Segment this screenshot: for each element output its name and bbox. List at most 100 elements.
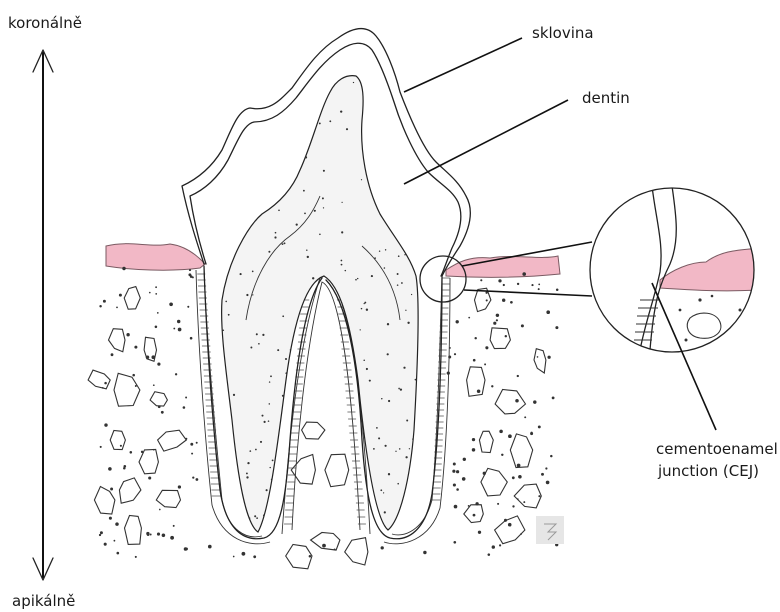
bone-stipple-dot: [173, 525, 175, 527]
trabecular-space: [119, 478, 140, 503]
bone-stipple-dot: [498, 279, 501, 282]
pulp-stipple-dot: [374, 117, 376, 119]
bone-stipple-dot: [178, 485, 181, 488]
pulp-stipple-dot: [394, 123, 395, 124]
pulp-stipple-dot: [343, 330, 345, 332]
pulp-stipple-dot: [388, 212, 390, 214]
pulp-stipple-dot: [364, 302, 366, 304]
pulp-stipple-dot: [283, 130, 285, 132]
bone-stipple-dot: [157, 312, 159, 314]
pulp-stipple-dot: [346, 128, 348, 130]
bone-stipple-dot: [515, 399, 519, 403]
bone-stipple-dot: [488, 553, 491, 556]
pulp-stipple-dot: [340, 110, 342, 112]
pulp-stipple-dot: [319, 420, 320, 421]
pulp-stipple-dot: [377, 201, 379, 203]
pulp-stipple-dot: [344, 465, 345, 466]
pulp-stipple-dot: [311, 119, 312, 120]
bone-stipple-dot: [119, 294, 122, 297]
pulp-stipple-dot: [321, 448, 322, 449]
bone-stipple-dot: [538, 495, 540, 497]
bone-stipple-dot: [517, 283, 519, 285]
pulp-stipple-dot: [282, 243, 284, 245]
bone-stipple-dot: [170, 536, 174, 540]
bone-stipple-dot: [546, 481, 550, 485]
bone-stipple-dot: [462, 477, 466, 481]
pulp-stipple-dot: [344, 464, 346, 466]
pulp-stipple-dot: [247, 462, 249, 464]
pulp-stipple-dot: [366, 368, 368, 370]
pulp-stipple-dot: [230, 91, 232, 93]
pulp-stipple-dot: [274, 236, 276, 238]
trabecular-space: [479, 431, 493, 452]
pulp-stipple-dot: [363, 360, 365, 362]
pulp-stipple-dot: [331, 347, 332, 348]
pulp-stipple-dot: [238, 127, 239, 128]
pulp-stipple-dot: [304, 213, 306, 215]
bone-stipple-dot: [100, 446, 102, 448]
bone-stipple-dot: [510, 301, 513, 304]
trabecular-space: [125, 516, 142, 545]
pulp-stipple-dot: [369, 380, 371, 382]
pulp-stipple-dot: [316, 493, 317, 494]
pulp-stipple-dot: [414, 465, 415, 466]
cej-marker-circle: [420, 256, 466, 302]
bone-stipple-dot: [517, 375, 519, 377]
bone-stipple-dot: [208, 545, 212, 549]
pulp-stipple-dot: [315, 370, 317, 372]
pulp-stipple-dot: [305, 92, 307, 94]
pulp-stipple-dot: [395, 451, 396, 452]
bone-stipple-dot: [546, 310, 550, 314]
bone-stipple-dot: [108, 467, 112, 471]
pulp-stipple-dot: [240, 273, 242, 275]
axis-label-apical: apikálně: [12, 592, 75, 610]
pulp-stipple-dot: [263, 152, 265, 154]
bone-stipple-dot: [508, 434, 512, 438]
pulp-stipple-dot: [252, 294, 253, 295]
pulp-stipple-dot: [232, 253, 234, 255]
pulp-stipple-dot: [393, 140, 395, 142]
bone-stipple-dot: [538, 288, 540, 290]
pulp-stipple-dot: [322, 197, 324, 199]
pulp-stipple-dot: [418, 404, 420, 406]
pulp-stipple-dot: [306, 249, 307, 250]
pulp-stipple-dot: [416, 443, 417, 444]
bone-stipple-dot: [104, 382, 107, 385]
pulp-stipple-dot: [323, 207, 324, 208]
bone-stipple-dot: [116, 552, 119, 555]
pulp-stipple-dot: [341, 345, 343, 347]
bone-stipple-dot: [253, 555, 256, 558]
bone-stipple-dot: [518, 475, 522, 479]
pulp-stipple-dot: [399, 514, 400, 515]
pulp-stipple-dot: [383, 492, 384, 493]
pulp-stipple-dot: [386, 168, 387, 169]
trabecular-space: [156, 490, 180, 507]
pulp-stipple-dot: [266, 191, 268, 193]
pulp-stipple-dot: [251, 86, 252, 87]
pulp-stipple-dot: [238, 173, 240, 175]
pulp-stipple-dot: [253, 165, 255, 167]
pulp-stipple-dot: [250, 347, 252, 349]
bone-stipple-dot: [453, 541, 456, 544]
pulp-stipple-dot: [357, 278, 358, 279]
bone-stipple-dot: [111, 353, 114, 356]
pulp-stipple-dot: [310, 317, 311, 318]
pulp-stipple-dot: [341, 202, 342, 203]
pulp-stipple-dot: [411, 294, 412, 295]
bone-stipple-dot: [157, 533, 160, 536]
pulp-stipple-dot: [371, 275, 373, 277]
bone-stipple-dot: [496, 319, 498, 321]
pulp-stipple-dot: [221, 481, 222, 482]
bone-stipple-dot: [100, 531, 103, 534]
pulp-stipple-dot: [329, 442, 331, 444]
pulp-stipple-dot: [269, 403, 271, 405]
pulp-stipple-dot: [262, 415, 264, 417]
pulp-stipple-dot: [414, 525, 416, 527]
bone-stipple-dot: [452, 470, 455, 473]
pulp-stipple-dot: [315, 376, 317, 378]
pulp-stipple-dot: [241, 221, 243, 223]
pulp-stipple-dot: [346, 450, 347, 451]
pulp-stipple-dot: [379, 250, 380, 251]
pulp-stipple-dot: [397, 284, 399, 286]
